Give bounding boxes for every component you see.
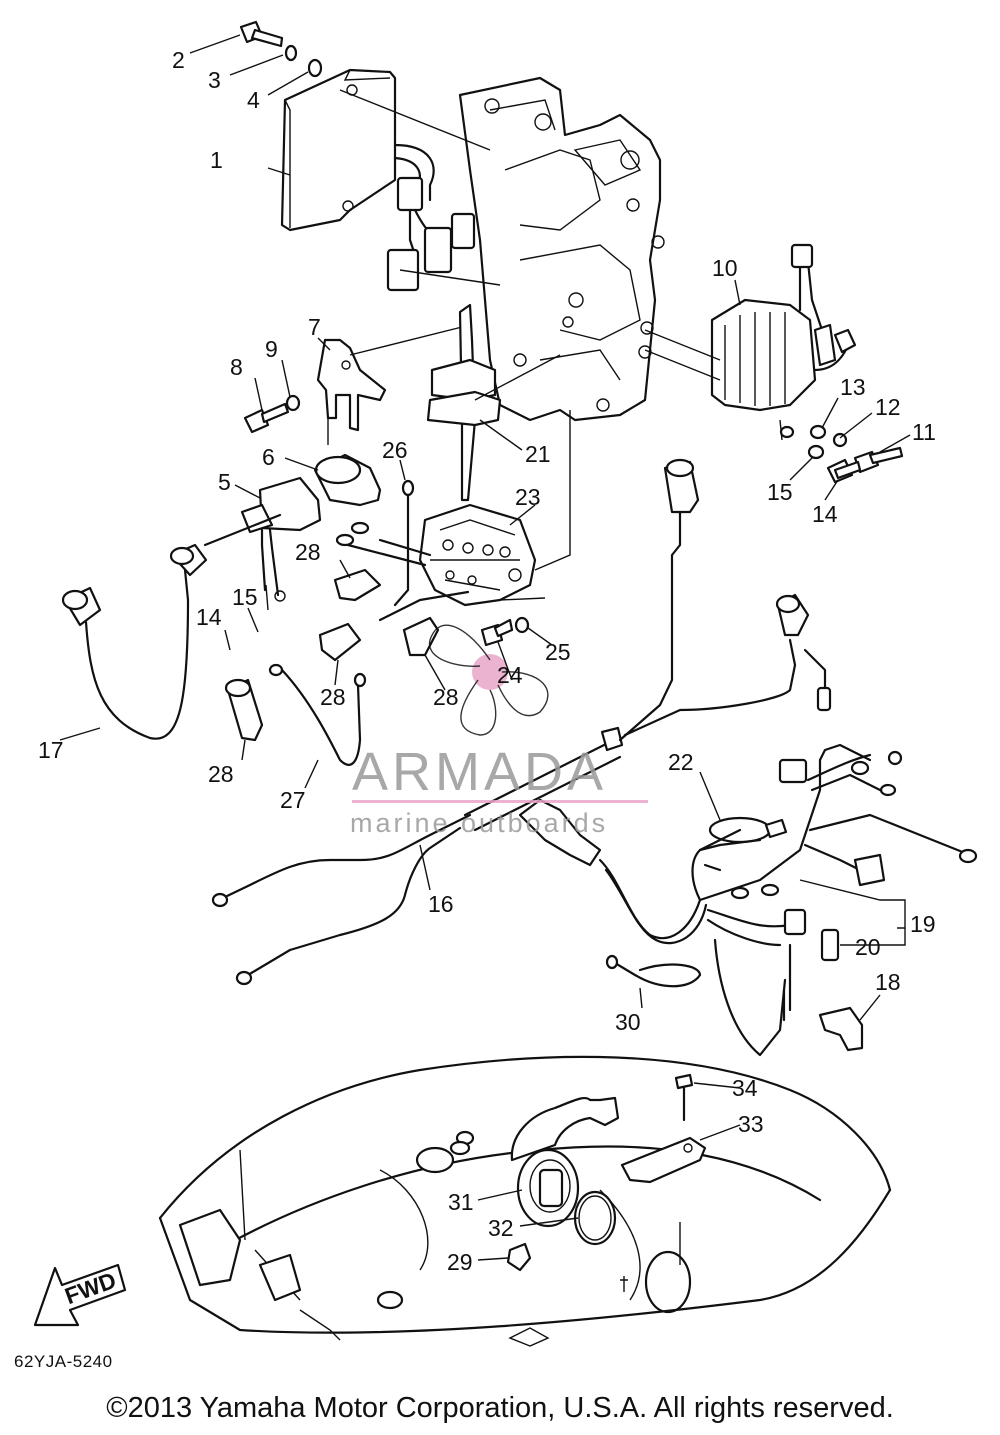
callout-21: 21	[525, 441, 551, 467]
propeller-logo	[429, 624, 549, 736]
rectifier-regulator-part	[644, 243, 857, 441]
callout-29: 29	[447, 1249, 473, 1275]
callout-4: 4	[247, 87, 260, 113]
callout-28c: 28	[433, 684, 459, 710]
fuse-holder-part	[818, 1006, 864, 1052]
callout-28d: 28	[208, 761, 234, 787]
callout-31: 31	[448, 1189, 474, 1215]
callout-1: 1	[210, 147, 223, 173]
ground-lead-part	[268, 663, 367, 766]
callout-27: 27	[280, 787, 306, 813]
wire-harness-part	[518, 743, 978, 1057]
callout-26: 26	[382, 437, 408, 463]
propeller-hub	[472, 654, 508, 690]
fuse-part	[820, 928, 840, 962]
diagram-code: 62YJA-5240	[14, 1352, 113, 1371]
bolt-washer-set-right	[807, 424, 904, 484]
watermark-tagline: marine outboards	[350, 808, 608, 838]
grommet-part	[506, 1096, 620, 1272]
callout-2: 2	[172, 47, 185, 73]
propeller-blade	[429, 624, 491, 667]
callout-14b: 14	[196, 604, 222, 630]
bolt-washer-set-top	[189, 20, 323, 96]
bracket-plate-part	[243, 324, 471, 445]
callout-23: 23	[515, 484, 541, 510]
propeller-blade	[460, 679, 497, 736]
callout-6: 6	[262, 444, 275, 470]
long-cable-part	[618, 458, 832, 742]
callout-16: 16	[428, 891, 454, 917]
callout-28b: 28	[320, 684, 346, 710]
leader-lines	[59, 167, 911, 1261]
callout-20: 20	[855, 934, 881, 960]
callout-22: 22	[668, 749, 694, 775]
callout-10: 10	[712, 255, 738, 281]
cdi-unit-part	[280, 68, 501, 292]
callout-15a: 15	[767, 479, 793, 505]
callout-34: 34	[732, 1075, 758, 1101]
relay-part	[240, 453, 382, 611]
callout-24: 24	[497, 662, 523, 688]
callout-8: 8	[230, 354, 243, 380]
bolt-washer-set-center	[480, 597, 546, 647]
mounting-bracket	[458, 76, 665, 422]
callout-19: 19	[910, 911, 936, 937]
callout-15b: 15	[232, 584, 258, 610]
propeller-blade	[497, 671, 549, 717]
callout-5: 5	[218, 469, 231, 495]
callout-13: 13	[840, 374, 866, 400]
callout-14a: 14	[812, 501, 838, 527]
callout-32: 32	[488, 1215, 514, 1241]
battery-cable-part	[61, 513, 282, 740]
lead-wires-part	[224, 479, 440, 742]
callout-9: 9	[265, 336, 278, 362]
watermark-rule	[352, 800, 648, 803]
callout-7: 7	[308, 314, 321, 340]
callout-11: 11	[912, 419, 936, 445]
callout-12: 12	[875, 394, 901, 420]
cowling-bracket-part	[620, 1073, 707, 1184]
callout-33: 33	[738, 1111, 764, 1137]
callout-labels: 1 2 3 4 5 6 7 8 9 10 11 12 13 14 15 14 1…	[38, 47, 936, 1275]
clamp-bracket-part	[426, 303, 561, 502]
callout-18: 18	[875, 969, 901, 995]
terminal-block-part	[335, 410, 571, 622]
watermark-name: ARMADA	[352, 742, 607, 802]
wire-bands-part	[605, 816, 788, 988]
callout-25: 25	[545, 639, 571, 665]
callout-30: 30	[615, 1009, 641, 1035]
callout-28a: 28	[295, 539, 321, 565]
copyright-notice: ©2013 Yamaha Motor Corporation, U.S.A. A…	[106, 1392, 894, 1424]
fwd-direction-arrow: FWD	[33, 1263, 127, 1327]
bottom-cowling	[158, 1055, 892, 1347]
callout-3: 3	[208, 67, 221, 93]
armada-watermark: ARMADA marine outboards	[350, 624, 648, 838]
callout-17: 17	[38, 737, 64, 763]
